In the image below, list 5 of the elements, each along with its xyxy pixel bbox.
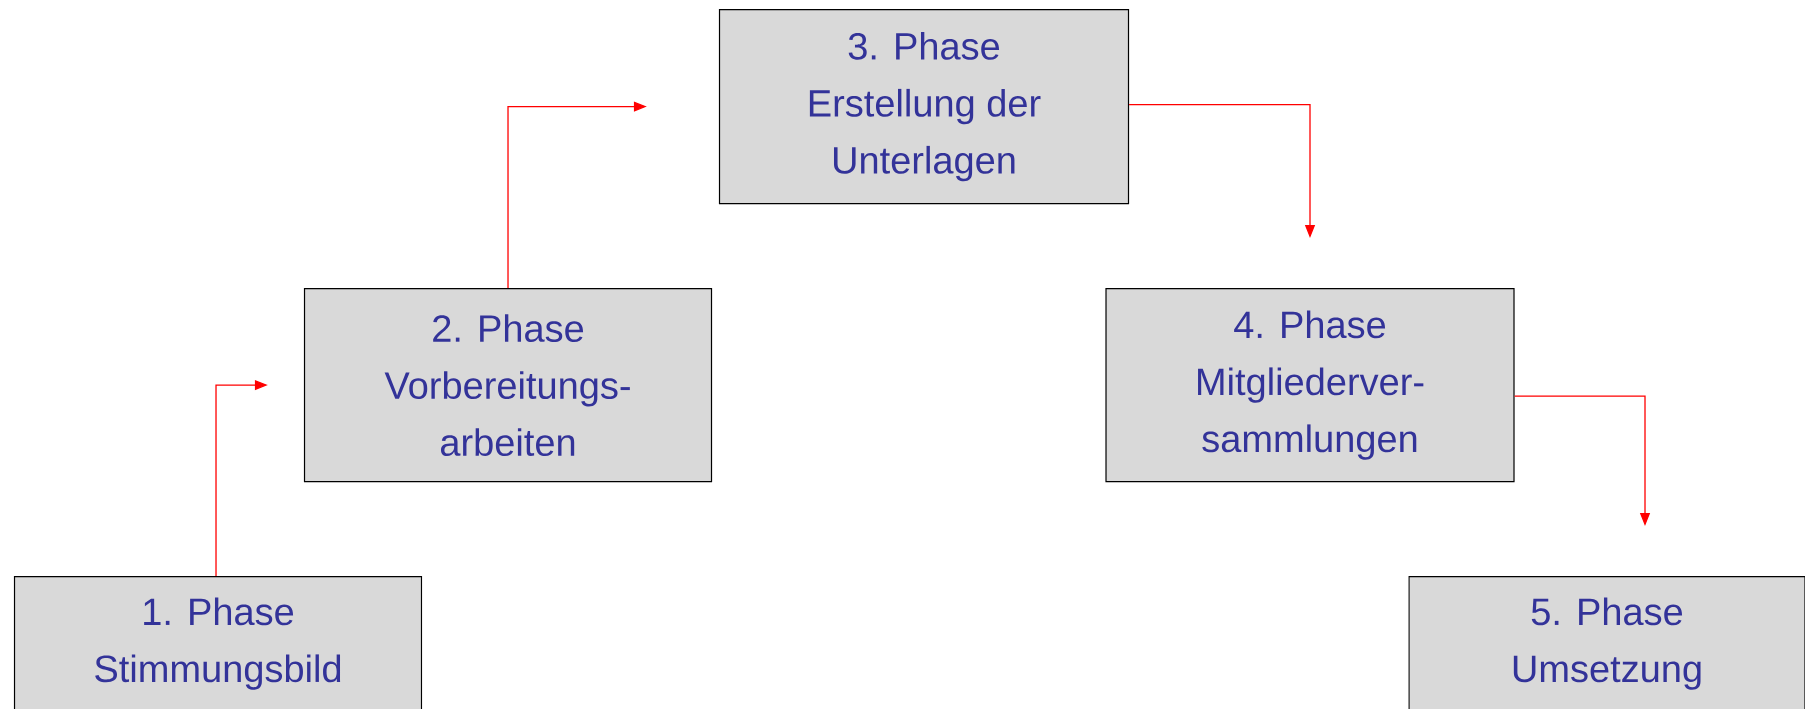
phase-box: 3. Phase Erstellung der Unterlagen: [718, 9, 1130, 205]
phase-box: 5. Phase Umsetzung: [1408, 576, 1805, 709]
phase-box: 4. Phase Mitgliederver- sammlungen: [1105, 288, 1515, 483]
phase-box: 2. Phase Vorbereitungs- arbeiten: [303, 288, 713, 483]
phase-box: 1. Phase Stimmungsbild: [13, 576, 423, 709]
